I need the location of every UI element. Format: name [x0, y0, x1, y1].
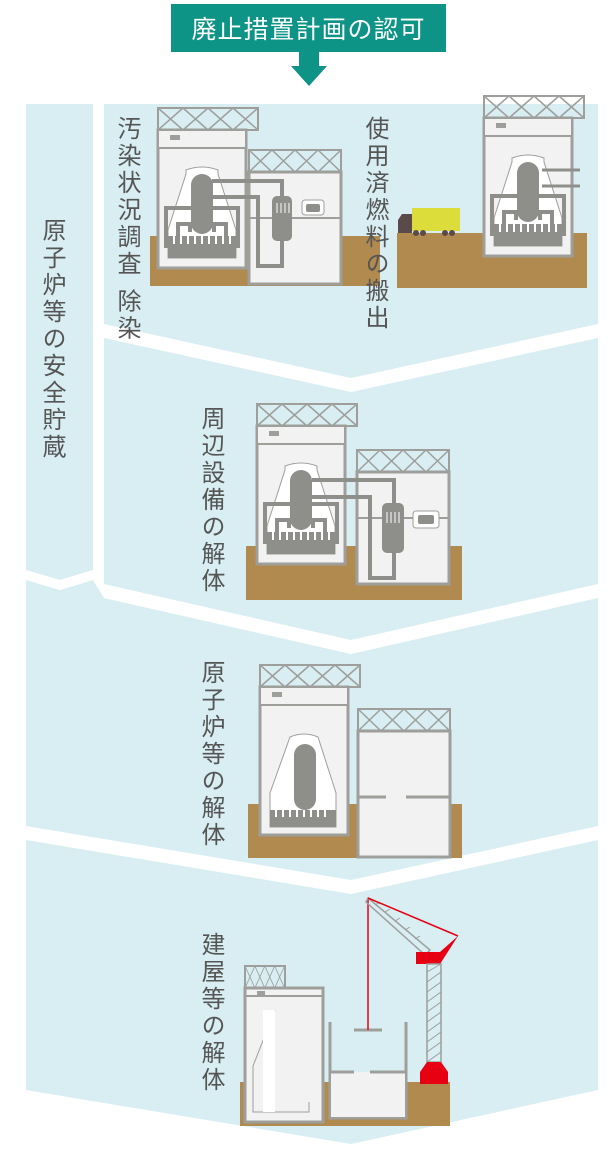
side-label-safe-storage: 原子炉等の安全貯蔵: [38, 218, 66, 461]
step-label-peripheral-dismantling: 周辺設備の解体: [197, 406, 225, 595]
step-label-building-dismantling: 建屋等の解体: [197, 932, 225, 1094]
crane-icon: [365, 896, 459, 1084]
truck-icon: [412, 208, 460, 231]
step-label-spent-fuel-removal: 使用済燃料の搬出: [361, 116, 389, 332]
page-title: 廃止措置計画の認可: [171, 4, 446, 52]
step-label-reactor-dismantling: 原子炉等の解体: [197, 660, 225, 849]
step-label-survey-decontamination: 汚染状況調査 除染: [113, 116, 141, 343]
